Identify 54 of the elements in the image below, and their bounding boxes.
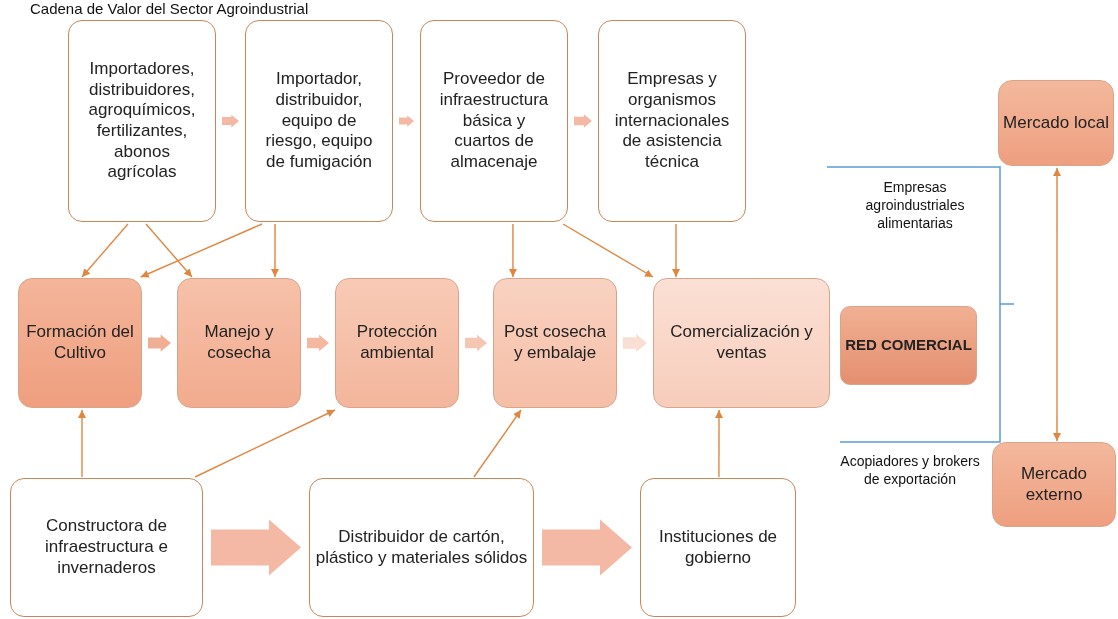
block-arrow [399,115,414,127]
arrow [81,223,129,278]
node-label: Protección ambiental [355,322,439,364]
block-arrow [574,114,592,128]
block-arrow [307,334,329,352]
node-label: Proveedor de infraestructura básica y cuartos de almacenaje [438,69,550,173]
process-box [309,478,534,617]
arrow [715,409,723,478]
process-box [245,20,393,222]
node-label: Instituciones de gobierno [657,526,779,569]
arrow [270,223,279,278]
node-label: Constructora de infraestructura e invernaderos [44,516,169,579]
arrow [473,409,522,478]
arrow [140,223,263,278]
process-box [992,442,1116,527]
node-label: Comercialización y ventas [669,322,814,364]
process-box [598,20,746,222]
arrow [194,409,336,478]
node-label: Formación del Cultivo [25,322,135,364]
process-box [18,278,142,408]
process-box [640,478,796,617]
diagram-title: Cadena de Valor del Sector Agroindustrial [30,0,309,17]
arrow [1053,167,1062,442]
node-label: RED COMERCIAL [845,336,972,355]
block-arrow [623,334,647,352]
node-label: Post cosecha y embalaje [502,322,608,364]
node-label: Distribuidor de cartón, plástico y materiales sólidos [314,526,529,569]
node-label: Manejo y cosecha [203,322,275,364]
group-label: Empresas agroindustriales alimentarias [864,178,966,233]
process-box [420,20,568,222]
node-label: Mercado externo [1019,463,1089,506]
network-box [840,306,977,385]
node-label: Importador, distribuidor, equipo de riesgo, equipo de fumigación [264,69,374,173]
process-box [998,80,1114,166]
block-arrow [211,519,301,576]
block-arrow [222,114,239,128]
process-box [10,478,203,617]
arrow [562,223,654,278]
group-label: Acopiadores y brokers de exportación [840,452,980,489]
process-box [68,20,216,222]
process-box [493,278,617,408]
block-arrow [465,334,487,352]
process-box [177,278,301,408]
block-arrow [148,334,171,352]
arrow [508,223,517,278]
node-label: Mercado local [1003,112,1109,134]
process-box [335,278,459,408]
arrow [145,223,193,278]
block-arrow [542,519,632,576]
arrow [672,223,680,278]
node-label: Importadores, distribuidores, agroquímicos, fertilizantes, abonos agrícolas [87,58,197,184]
arrow [78,409,86,478]
process-box [653,278,830,408]
node-label: Empresas y organismos internacionales de asistencia técnica [613,69,731,173]
